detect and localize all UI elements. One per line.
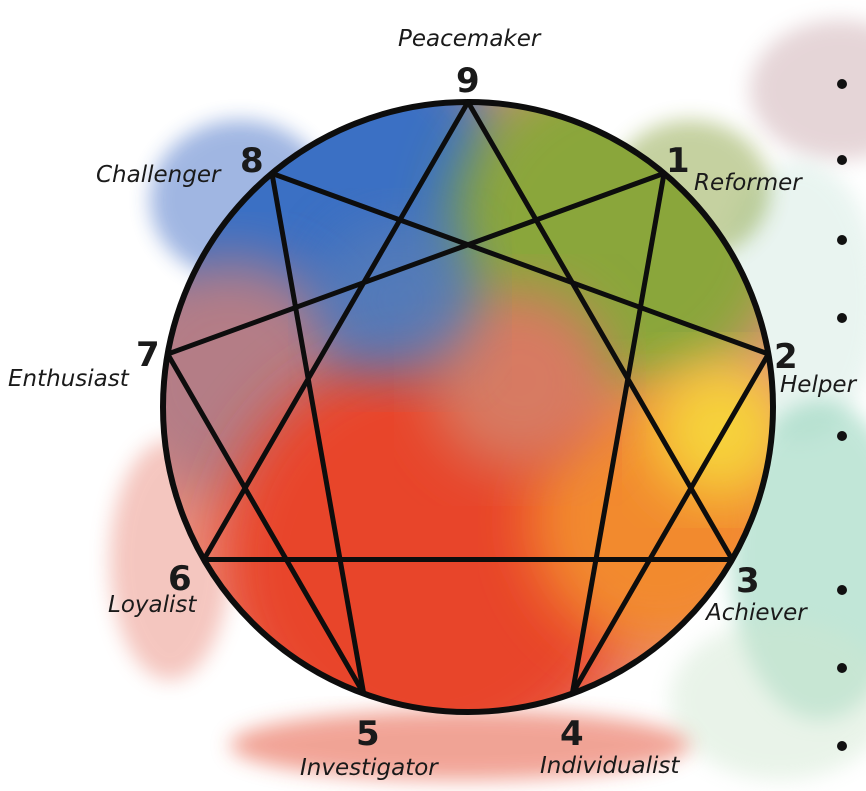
point-name-5: Investigator bbox=[300, 755, 439, 781]
bullet-marker bbox=[837, 663, 847, 673]
point-name-1: Reformer bbox=[694, 170, 803, 196]
point-name-4: Individualist bbox=[540, 753, 680, 779]
point-name-7: Enthusiast bbox=[8, 366, 130, 392]
point-number-3: 3 bbox=[736, 561, 760, 601]
bullet-marker bbox=[837, 431, 847, 441]
bullet-marker bbox=[837, 313, 847, 323]
bullet-marker bbox=[837, 155, 847, 165]
bullet-marker bbox=[837, 79, 847, 89]
point-name-3: Achiever bbox=[704, 600, 808, 626]
point-number-8: 8 bbox=[240, 141, 264, 181]
point-number-2: 2 bbox=[774, 337, 798, 377]
bullet-marker bbox=[837, 585, 847, 595]
point-number-1: 1 bbox=[666, 141, 690, 181]
bullet-marker bbox=[837, 235, 847, 245]
point-number-4: 4 bbox=[560, 714, 584, 754]
point-number-7: 7 bbox=[136, 335, 160, 375]
bullet-marker bbox=[837, 741, 847, 751]
point-number-9: 9 bbox=[456, 61, 480, 101]
point-name-8: Challenger bbox=[96, 162, 222, 188]
point-number-5: 5 bbox=[356, 714, 380, 754]
point-name-6: Loyalist bbox=[108, 592, 197, 618]
point-name-9: Peacemaker bbox=[398, 26, 542, 52]
point-name-2: Helper bbox=[780, 372, 858, 398]
